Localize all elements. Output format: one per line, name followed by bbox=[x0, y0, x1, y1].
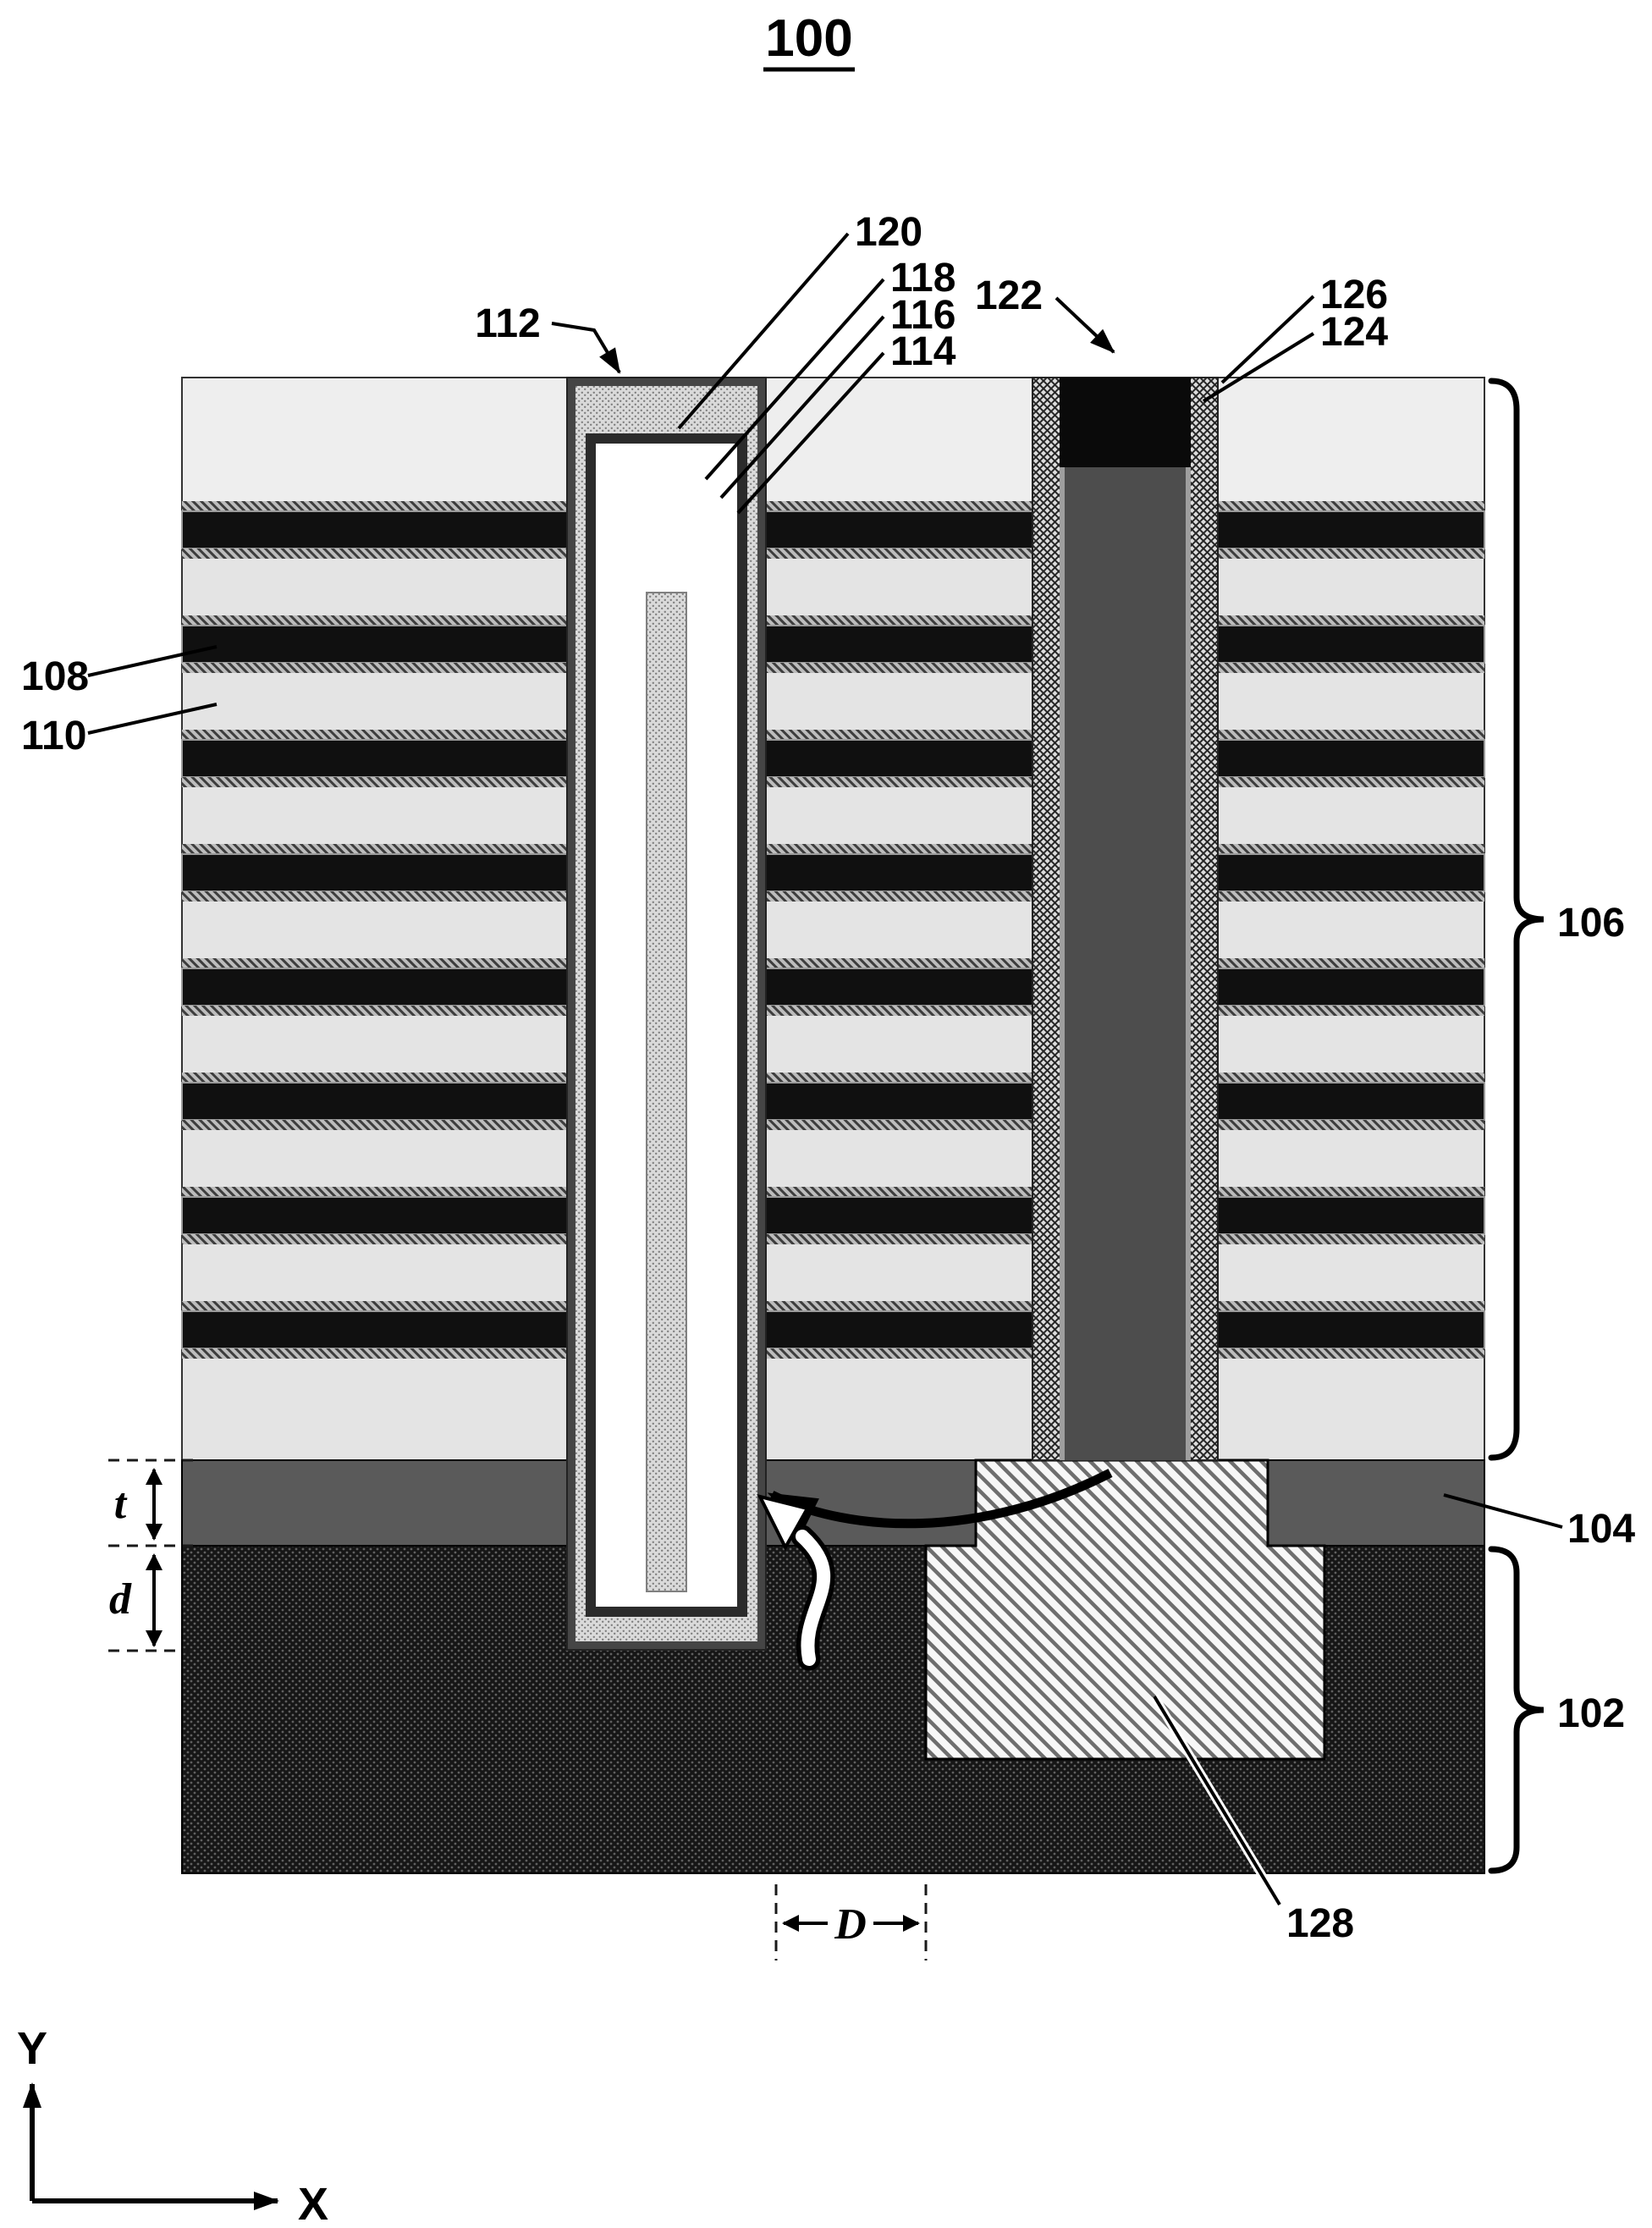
channel-core-fill bbox=[646, 592, 687, 1592]
word-line-bar bbox=[181, 730, 568, 787]
word-line-bar bbox=[1217, 730, 1485, 787]
leader-lines bbox=[87, 232, 1563, 1907]
word-line-bar bbox=[181, 1187, 568, 1244]
dimension-d: d bbox=[109, 1553, 162, 1647]
reference-labels: 112 120 118 116 114 122 126 124 108 110 … bbox=[21, 210, 1635, 1946]
dashed-guides bbox=[108, 1459, 928, 1961]
label-124: 124 bbox=[1320, 310, 1388, 355]
word-line-bar bbox=[1217, 1073, 1485, 1130]
brace-106 bbox=[1488, 378, 1545, 1461]
leader-120 bbox=[677, 232, 850, 430]
leader-128 bbox=[1153, 1695, 1281, 1906]
label-114: 114 bbox=[890, 329, 956, 374]
word-line-bar bbox=[765, 1073, 1033, 1130]
leader-116 bbox=[719, 315, 885, 499]
word-line-bar bbox=[181, 1073, 568, 1130]
slit-top-cap bbox=[1060, 378, 1191, 467]
label-118: 118 bbox=[890, 256, 955, 301]
label-102: 102 bbox=[1557, 1691, 1625, 1736]
leader-108 bbox=[87, 645, 218, 677]
label-122: 122 bbox=[975, 273, 1043, 318]
dim-d-label: d bbox=[109, 1575, 132, 1624]
word-line-bar bbox=[1217, 615, 1485, 673]
dim-D-label: D bbox=[834, 1900, 867, 1949]
leader-122 bbox=[1055, 296, 1115, 354]
word-line-bar bbox=[765, 1301, 1033, 1359]
word-line-bar bbox=[181, 958, 568, 1016]
brace-102 bbox=[1488, 1546, 1545, 1874]
word-line-bar bbox=[181, 1301, 568, 1359]
buried-structure-128 bbox=[924, 1459, 1326, 1761]
etch-stop-layer bbox=[181, 1459, 1485, 1547]
word-line-bar bbox=[765, 1187, 1033, 1244]
leader-124 bbox=[1202, 332, 1315, 403]
leader-112 bbox=[551, 322, 621, 374]
label-110: 110 bbox=[21, 714, 86, 758]
stack-region bbox=[181, 377, 1485, 1461]
word-line-bar bbox=[1217, 1187, 1485, 1244]
label-108: 108 bbox=[21, 654, 89, 699]
leader-126 bbox=[1220, 295, 1315, 384]
word-line-bar bbox=[765, 958, 1033, 1016]
label-126: 126 bbox=[1320, 273, 1388, 317]
word-line-bar bbox=[1217, 844, 1485, 902]
word-line-bar bbox=[1217, 501, 1485, 559]
leader-114 bbox=[736, 351, 885, 515]
label-112: 112 bbox=[475, 301, 540, 346]
word-line-bar bbox=[1217, 958, 1485, 1016]
slit-conductor-fill bbox=[1065, 445, 1186, 1460]
channel-structure bbox=[566, 377, 767, 1651]
label-116: 116 bbox=[890, 293, 955, 338]
word-line-bar bbox=[181, 844, 568, 902]
word-line-bar bbox=[765, 730, 1033, 787]
dim-t-label: t bbox=[114, 1480, 128, 1528]
label-104: 104 bbox=[1567, 1507, 1635, 1552]
word-line-bar bbox=[765, 615, 1033, 673]
dimension-t: t bbox=[114, 1468, 162, 1541]
label-106: 106 bbox=[1557, 901, 1625, 946]
label-128: 128 bbox=[1286, 1901, 1354, 1946]
word-line-bar bbox=[1217, 1301, 1485, 1359]
slit-structure bbox=[1032, 377, 1219, 1461]
leader-104 bbox=[1443, 1493, 1563, 1529]
leader-110 bbox=[87, 703, 218, 735]
label-120: 120 bbox=[855, 210, 922, 255]
word-line-bar bbox=[765, 844, 1033, 902]
stack-top-dielectric bbox=[183, 378, 1484, 501]
figure-title-text: 100 bbox=[765, 9, 852, 68]
injection-arrow bbox=[757, 1494, 835, 1671]
leader-118 bbox=[704, 278, 885, 481]
word-line-bar bbox=[181, 615, 568, 673]
word-line-bar bbox=[181, 501, 568, 559]
word-line-bar bbox=[765, 501, 1033, 559]
x-axis-label: X bbox=[298, 2179, 328, 2228]
figure-title: 100 bbox=[763, 9, 855, 72]
dimension-D: D bbox=[782, 1900, 920, 1949]
coordinate-axes: Y X bbox=[17, 2023, 328, 2228]
y-axis-label: Y bbox=[17, 2023, 47, 2074]
